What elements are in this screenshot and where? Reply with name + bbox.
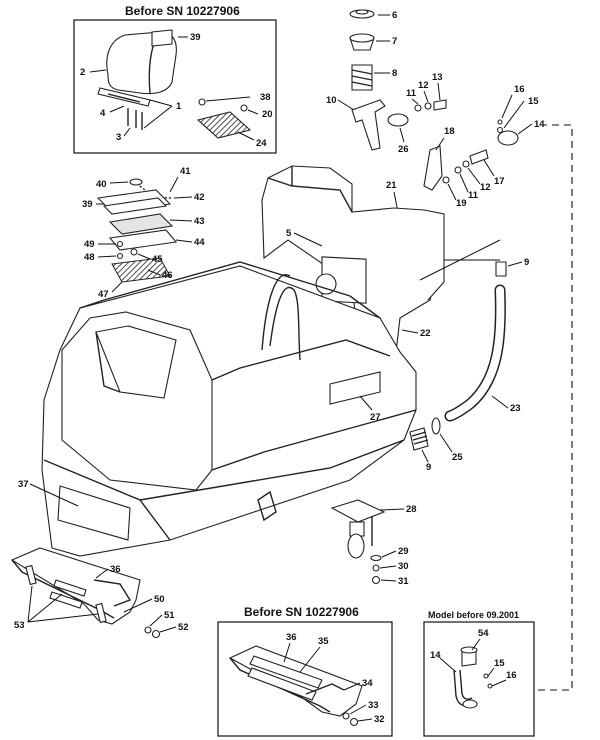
- callout-40: 40: [96, 179, 107, 190]
- callout-26: 26: [398, 144, 409, 155]
- callout-18: 18: [444, 126, 455, 137]
- callout-48: 48: [84, 252, 95, 263]
- callout-43: 43: [194, 216, 205, 227]
- bottom-inset: Before SN 10227906: [217, 605, 393, 737]
- callout-10: 10: [326, 95, 337, 106]
- callout-50: 50: [154, 594, 165, 605]
- callout-13: 13: [432, 72, 443, 83]
- callout-8: 8: [392, 68, 397, 79]
- callout-20-top: 20: [262, 109, 273, 120]
- fill-cap-stack: [349, 9, 519, 191]
- callout-32-bottom: 32: [374, 714, 385, 725]
- hinge-slot: [107, 93, 141, 103]
- callout-41: 41: [180, 166, 191, 177]
- callout-34-bottom: 34: [362, 678, 373, 689]
- callout-36-bottom: 36: [286, 632, 297, 643]
- callout-1-top: 1: [176, 101, 182, 112]
- callout-15: 15: [528, 96, 539, 107]
- bottom-inset-title: Before SN 10227906: [244, 605, 359, 619]
- callout-37: 37: [18, 479, 29, 490]
- callout-14-right: 14: [430, 650, 441, 661]
- callout-52: 52: [178, 622, 189, 633]
- top-inset-title: Before SN 10227906: [125, 4, 240, 18]
- callout-49: 49: [84, 239, 95, 250]
- callout-12a: 12: [418, 80, 429, 91]
- callout-15-right: 15: [494, 658, 505, 669]
- callout-19: 19: [456, 198, 467, 209]
- callout-11a: 11: [406, 88, 417, 99]
- callout-12b: 12: [480, 182, 491, 193]
- right-inset-frame: [423, 621, 535, 737]
- decal-39: [151, 29, 173, 47]
- callout-22: 22: [420, 328, 431, 339]
- callout-7: 7: [392, 36, 397, 47]
- caster-hardware: [370, 554, 382, 585]
- callout-5: 5: [286, 228, 292, 239]
- callout-16-right: 16: [506, 670, 517, 681]
- callout-39-top: 39: [190, 32, 201, 43]
- callout-35-bottom: 35: [318, 636, 329, 647]
- top-inset: Before SN 10227906 39 2 1 4 3 38 20: [73, 4, 277, 154]
- rivet-38: [198, 98, 206, 106]
- callout-53: 53: [14, 620, 25, 631]
- tray-parts: [96, 178, 178, 283]
- callout-9b: 9: [426, 462, 431, 473]
- rivet-20: [240, 104, 248, 112]
- dashed-connector: [534, 124, 573, 691]
- o-ring-26: [387, 113, 409, 127]
- callout-14: 14: [534, 119, 545, 130]
- callout-42: 42: [194, 192, 205, 203]
- callout-54: 54: [478, 628, 489, 639]
- callout-38-top: 38: [260, 92, 271, 103]
- callout-45: 45: [152, 254, 163, 265]
- callout-47: 47: [98, 289, 109, 300]
- callout-25: 25: [452, 452, 463, 463]
- callout-6: 6: [392, 10, 397, 21]
- callout-44: 44: [194, 237, 205, 248]
- callout-33-bottom: 33: [368, 700, 379, 711]
- callout-24-top: 24: [256, 138, 267, 149]
- callout-31: 31: [398, 576, 409, 587]
- hose-assembly: [409, 261, 507, 451]
- seat-cushion: [106, 31, 177, 95]
- callout-16: 16: [514, 84, 525, 95]
- callout-51: 51: [164, 610, 175, 621]
- callout-46: 46: [162, 270, 173, 281]
- callout-39: 39: [82, 199, 93, 210]
- callout-9a: 9: [524, 257, 529, 268]
- right-inset: Model before 09.2001: [423, 610, 535, 737]
- callout-30: 30: [398, 561, 409, 572]
- callout-21: 21: [386, 180, 397, 191]
- top-inset-frame: [73, 19, 277, 154]
- callout-36-main: 36: [110, 564, 121, 575]
- callout-29: 29: [398, 546, 409, 557]
- bottom-inset-frame: [217, 621, 393, 737]
- callout-27: 27: [370, 412, 381, 423]
- callout-3-top: 3: [116, 132, 121, 143]
- callout-17: 17: [494, 176, 505, 187]
- callout-23: 23: [510, 403, 521, 414]
- right-inset-title: Model before 09.2001: [428, 610, 519, 620]
- callout-11b: 11: [468, 190, 479, 201]
- mat-24: [196, 111, 252, 139]
- machine-body: [41, 165, 445, 559]
- callout-28: 28: [406, 504, 417, 515]
- callout-4-top: 4: [100, 108, 106, 119]
- foot-platform: [10, 547, 161, 639]
- callout-2-top: 2: [80, 67, 85, 78]
